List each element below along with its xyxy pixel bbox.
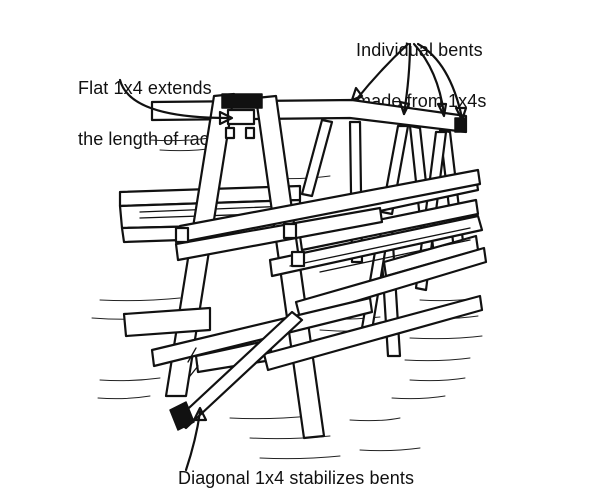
front-boards	[122, 168, 488, 374]
leader-arrows	[118, 42, 468, 472]
callout-flat-1x4: Flat 1x4 extends the length of rack	[78, 46, 218, 165]
diagonal-1x4	[169, 310, 304, 431]
callout-flat-1x4-line1: Flat 1x4 extends	[78, 78, 212, 98]
rack-hardware	[174, 126, 306, 377]
callout-diagonal-1x4: Diagonal 1x4 stabilizes bents	[178, 468, 415, 488]
callout-individual-bents-line1: Individual bents	[356, 40, 483, 60]
callout-flat-1x4-line2: the length of rack	[78, 129, 218, 149]
